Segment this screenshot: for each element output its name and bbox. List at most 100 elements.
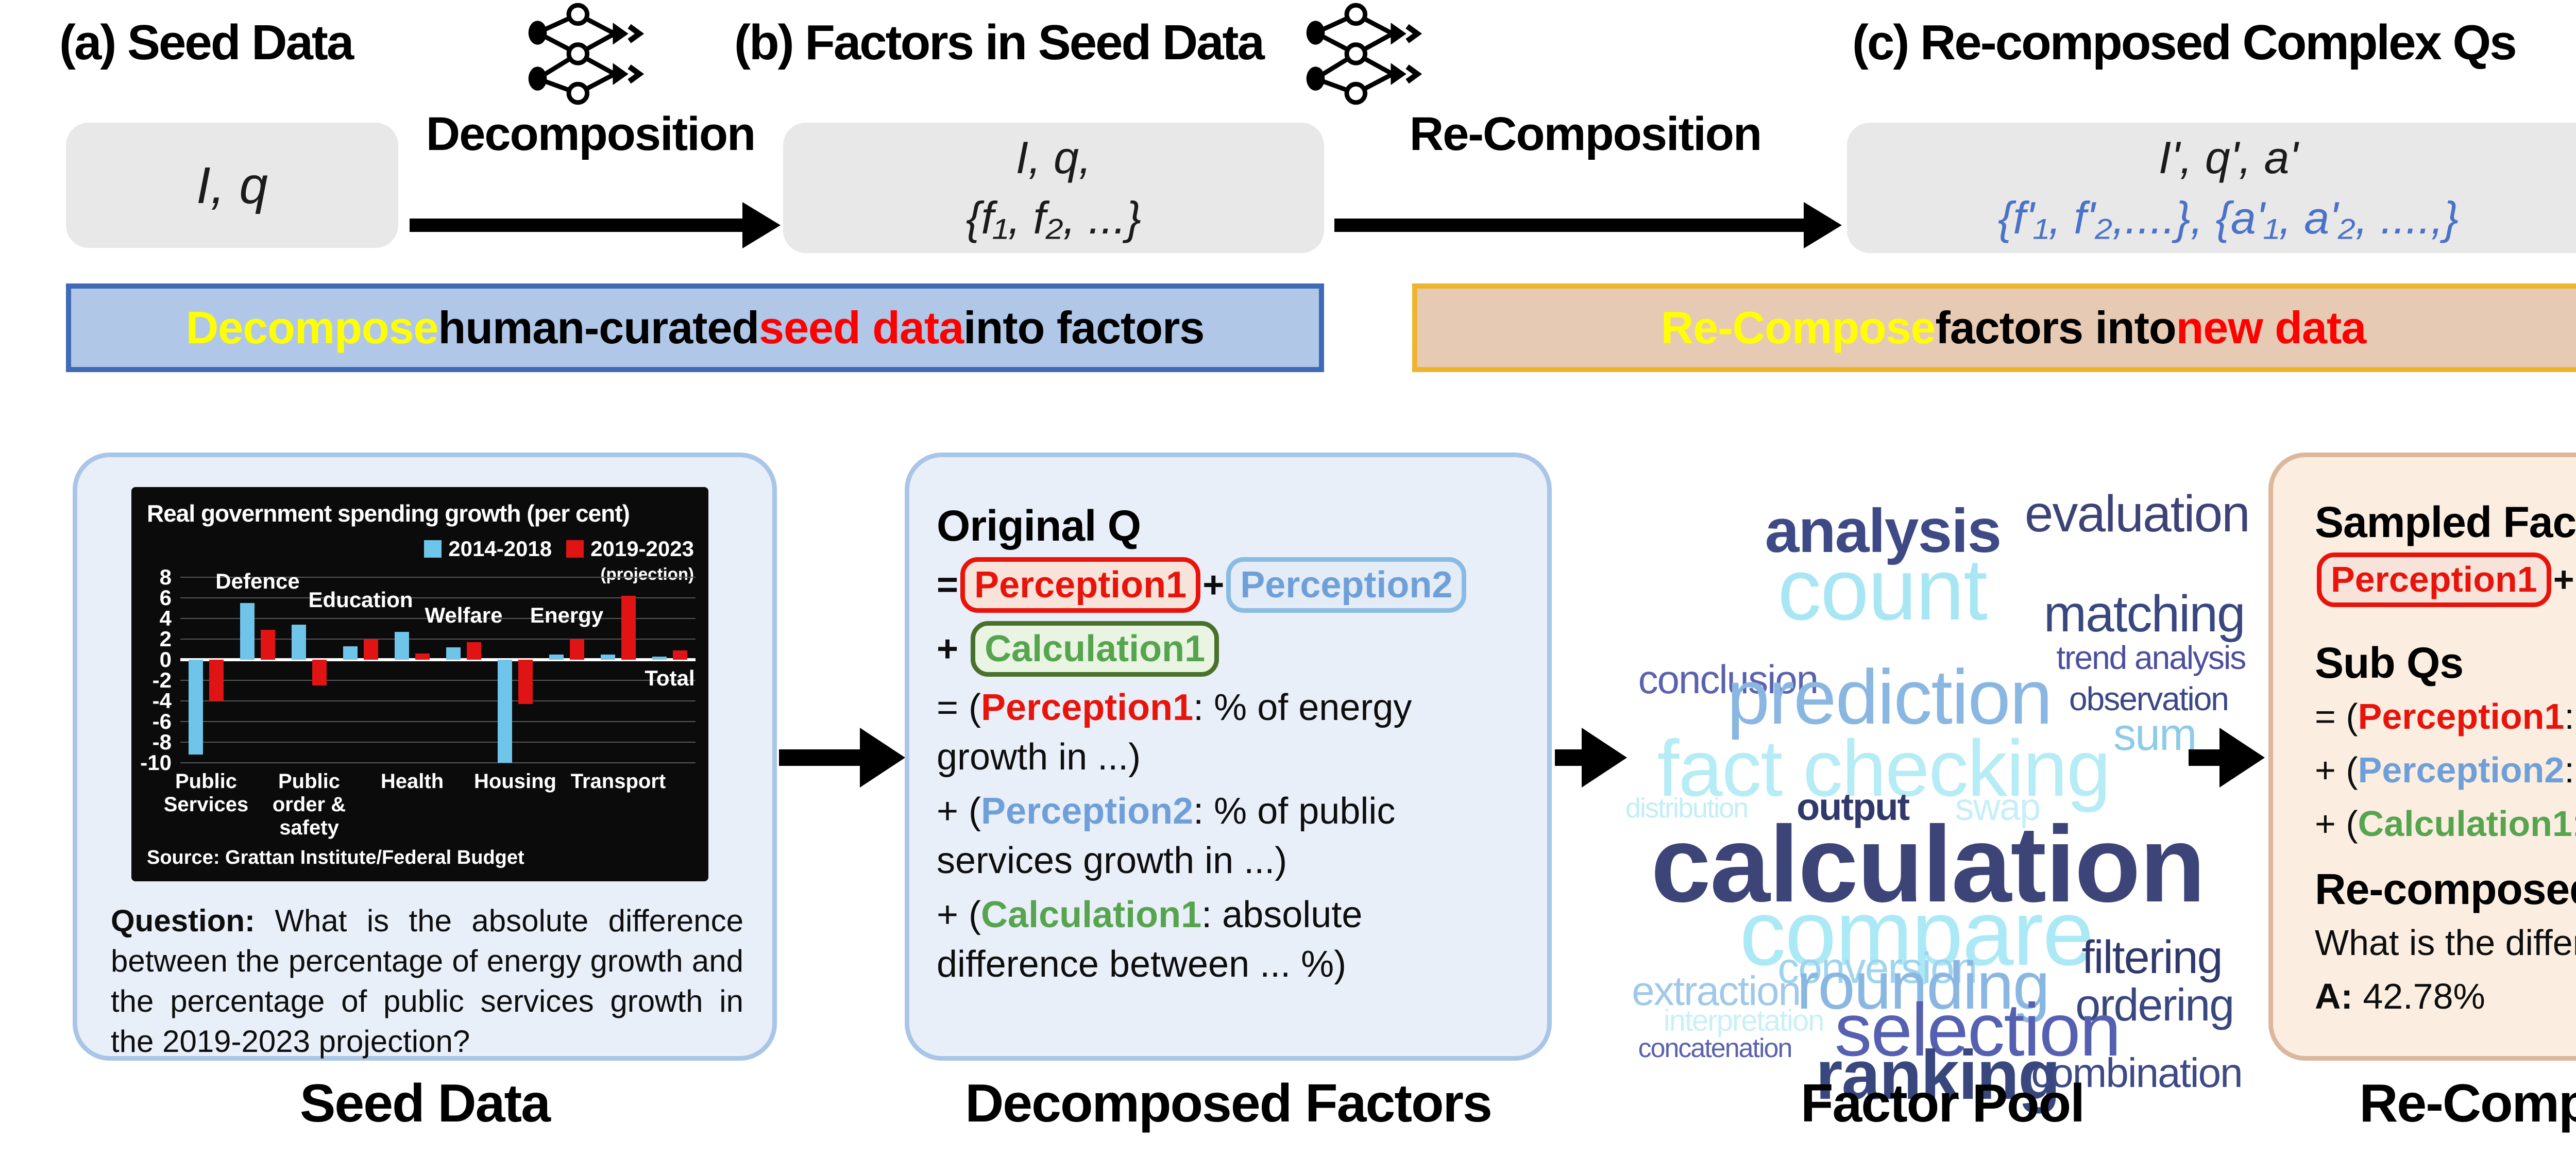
line-text: : population ... India, [2564, 749, 2576, 790]
bar [343, 646, 358, 660]
neural-network-icon [1301, 1, 1422, 107]
recomposed-box: I', q', a' {f'₁, f'₂,....}, {a'₁, a'₂, .… [1847, 123, 2576, 253]
y-tick-label: -8 [152, 730, 172, 754]
calculation1-name: Calculation1 [981, 894, 1202, 935]
y-tick-label: -4 [152, 689, 172, 713]
recomposition-label: Re-Composition [1409, 108, 1762, 160]
factor-word: sum [2113, 709, 2197, 760]
perception2-name: Perception2 [981, 790, 1194, 832]
factor-word: conclusion [1638, 656, 1819, 702]
step-a-heading: (a) Seed Data [59, 15, 354, 70]
line-prefix: + ( [2315, 749, 2358, 790]
decompose-banner: Decompose human-curated seed data into f… [66, 283, 1324, 372]
bar [292, 625, 306, 660]
bar [395, 632, 409, 660]
y-tick-label: 8 [159, 565, 172, 589]
gridline [180, 742, 696, 743]
factor-word: selection [1834, 988, 2121, 1072]
legend-label: 2019-2023 [590, 537, 694, 561]
seed-caption: Seed Data [300, 1074, 551, 1133]
decomposition-label: Decomposition [426, 108, 756, 160]
factor-word: output [1797, 785, 1910, 829]
recomposed-box-line1: I', q', a' [2158, 132, 2298, 183]
bar [446, 647, 461, 660]
y-tick-label: 4 [159, 606, 172, 630]
sub-qs-title: Sub Qs [2315, 638, 2464, 687]
x-category-label: Health [380, 770, 444, 793]
factor-word: prediction [1726, 653, 2053, 740]
sampled-factors-row: Perception1+Perception2+Calculation1 [2315, 550, 2576, 609]
factor-word: observation [2069, 680, 2229, 718]
neural-network-icon [523, 1, 645, 107]
line-prefix: = ( [937, 687, 981, 728]
line-prefix: = ( [2315, 696, 2358, 736]
bar [601, 655, 615, 660]
perception2-pill: Perception2 [1226, 557, 1467, 613]
perception1-pill: Perception1 [2317, 553, 2551, 607]
gridline [180, 680, 696, 681]
sub-q-1: = (Perception1: population ... Nigeria?,… [2315, 691, 2576, 742]
y-tick-label: -6 [152, 709, 172, 733]
bar [673, 650, 687, 660]
decomposed-panel [905, 453, 1552, 1061]
factor-equation-row2: + Calculation1 [937, 619, 1524, 679]
recompose-banner: Re-Compose factors into new data [1412, 283, 2576, 372]
bar-group-label: Welfare [425, 603, 503, 627]
y-tick-label: -2 [152, 668, 172, 692]
banner-text-segment: into factors [963, 302, 1205, 353]
subfactor-line-1: = (Perception1: % of energy growth in ..… [937, 683, 1524, 782]
bar [467, 642, 481, 660]
factor-word: ordering [2075, 979, 2234, 1030]
factor-word: count [1777, 541, 1988, 639]
plus-sign: + [1202, 564, 1225, 606]
recomposed-caption: Re-Composed Questions on New Charts [2359, 1074, 2576, 1133]
perception1-pill: Perception1 [960, 557, 1201, 613]
gridline [180, 639, 696, 640]
calculation1-name: Calculation1 [2358, 803, 2572, 844]
gridline [180, 721, 696, 722]
x-category-label: Housing [474, 770, 556, 793]
factor-word: analysis [1765, 496, 2002, 565]
legend-swatch [424, 540, 442, 558]
recomposed-box-line2: {f'₁, f'₂,....}, {a'₁, a'₂, ....,} [1997, 192, 2459, 243]
factor-pool-caption: Factor Pool [1800, 1074, 2085, 1133]
arrow-head [2219, 728, 2265, 788]
recomposed-q-text: What is the difference ... of Nigeria an… [2315, 922, 2576, 963]
bar [189, 660, 203, 755]
gridline [180, 597, 696, 598]
arrow-shaft [2189, 749, 2225, 766]
bar-group-label: Defence [215, 569, 300, 593]
factor-word: matching [2043, 584, 2246, 643]
bar [498, 660, 512, 763]
y-tick-label: 6 [159, 585, 172, 610]
arrow-head [742, 202, 781, 248]
subfactor-line-2: + (Perception2: % of public services gro… [937, 786, 1524, 886]
factor-word: interpretation [1663, 1004, 1825, 1038]
bar-group-label: Total [645, 666, 695, 690]
plus-sign: + [2553, 559, 2574, 599]
bar [652, 657, 667, 660]
factor-word: distribution [1625, 792, 1749, 824]
seed-chart: Real government spending growth (per cen… [131, 487, 708, 881]
banner-text-segment: Re-Compose [1660, 302, 1936, 353]
bar [240, 603, 255, 660]
bar [518, 660, 533, 704]
factors-box-line2: {f₁, f₂, ...} [965, 192, 1142, 243]
arrow-shaft [1334, 219, 1809, 232]
arrow-shaft [1555, 749, 1587, 766]
seed-data-box: I, q [66, 123, 398, 248]
factors-box: I, q, {f₁, f₂, ...} [783, 123, 1324, 253]
y-tick-label: 0 [159, 647, 172, 672]
seed-question: Question: What is the absolute differenc… [111, 901, 743, 1062]
banner-text-segment: human-curated [438, 302, 760, 353]
bar [621, 596, 636, 660]
original-q-title: Original Q [937, 501, 1141, 550]
decomposed-caption: Decomposed Factors [965, 1074, 1493, 1133]
factor-word: combination [2031, 1050, 2243, 1096]
arrow-shaft [410, 219, 748, 232]
calculation1-pill: Calculation1 [971, 621, 1219, 677]
step-c-heading: (c) Re-composed Complex Qs [1852, 15, 2517, 70]
sub-q-2: + (Perception2: population ... India, A:… [2315, 745, 2576, 795]
factor-equation-row1: =Perception1+Perception2 [937, 555, 1524, 615]
